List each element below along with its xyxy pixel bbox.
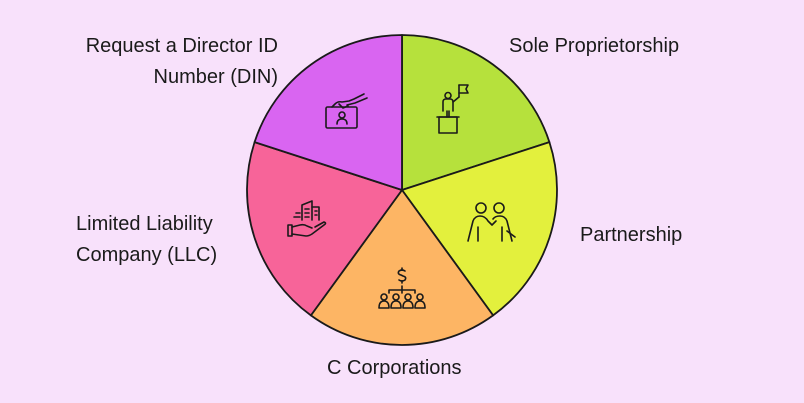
label-line: Number (DIN)	[153, 66, 278, 88]
pie-slice-sole	[401, 34, 551, 191]
pie-slice-partner	[401, 141, 558, 317]
label-limited-liability-company: Limited Liability Company (LLC)	[76, 209, 217, 271]
hand-with-id-card-icon	[325, 93, 368, 129]
label-partnership: Partnership	[580, 220, 682, 251]
label-line: Company (LLC)	[76, 244, 218, 266]
person-flag-podium-icon	[436, 84, 469, 134]
label-c-corporations: C Corporations	[327, 353, 462, 384]
pie-slice-din	[253, 34, 403, 191]
label-line: C Corporations	[327, 357, 462, 379]
label-director-id-number: Request a Director ID Number (DIN)	[86, 31, 278, 93]
label-line: Limited Liability	[76, 213, 213, 235]
label-line: Request a Director ID	[85, 35, 278, 57]
hand-holding-buildings-icon	[287, 200, 327, 237]
label-line: Partnership	[580, 224, 683, 246]
two-people-partnership-icon	[467, 202, 516, 242]
label-sole-proprietorship: Sole Proprietorship	[509, 31, 679, 62]
pie-slice-llc	[246, 141, 403, 317]
dollar-hierarchy-group-icon	[378, 267, 426, 309]
pie-icons	[287, 84, 516, 309]
label-line: Sole Proprietorship	[509, 35, 680, 57]
pie-slices	[246, 34, 558, 346]
